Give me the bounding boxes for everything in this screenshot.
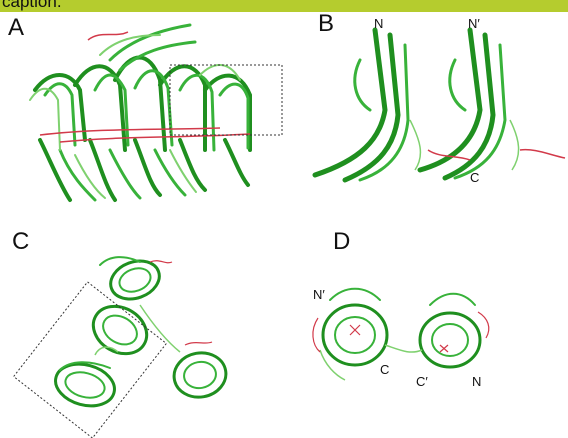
panel-b-label-n-prime: N′ — [468, 16, 480, 31]
panel-d-label-n-prime: N′ — [313, 287, 325, 302]
panel-d-label-c-prime: C′ — [416, 374, 428, 389]
panel-b-label-n: N — [374, 16, 383, 31]
panel-d-label-n: N — [472, 374, 481, 389]
panel-c-structure — [14, 255, 230, 438]
panel-a-structure — [30, 25, 282, 200]
panel-c-dotted-box — [14, 282, 167, 438]
panel-d-label-c: C — [380, 362, 389, 377]
panel-b-structure — [315, 30, 565, 180]
panel-b-label-c: C — [470, 170, 479, 185]
panel-d-structure — [313, 289, 489, 380]
